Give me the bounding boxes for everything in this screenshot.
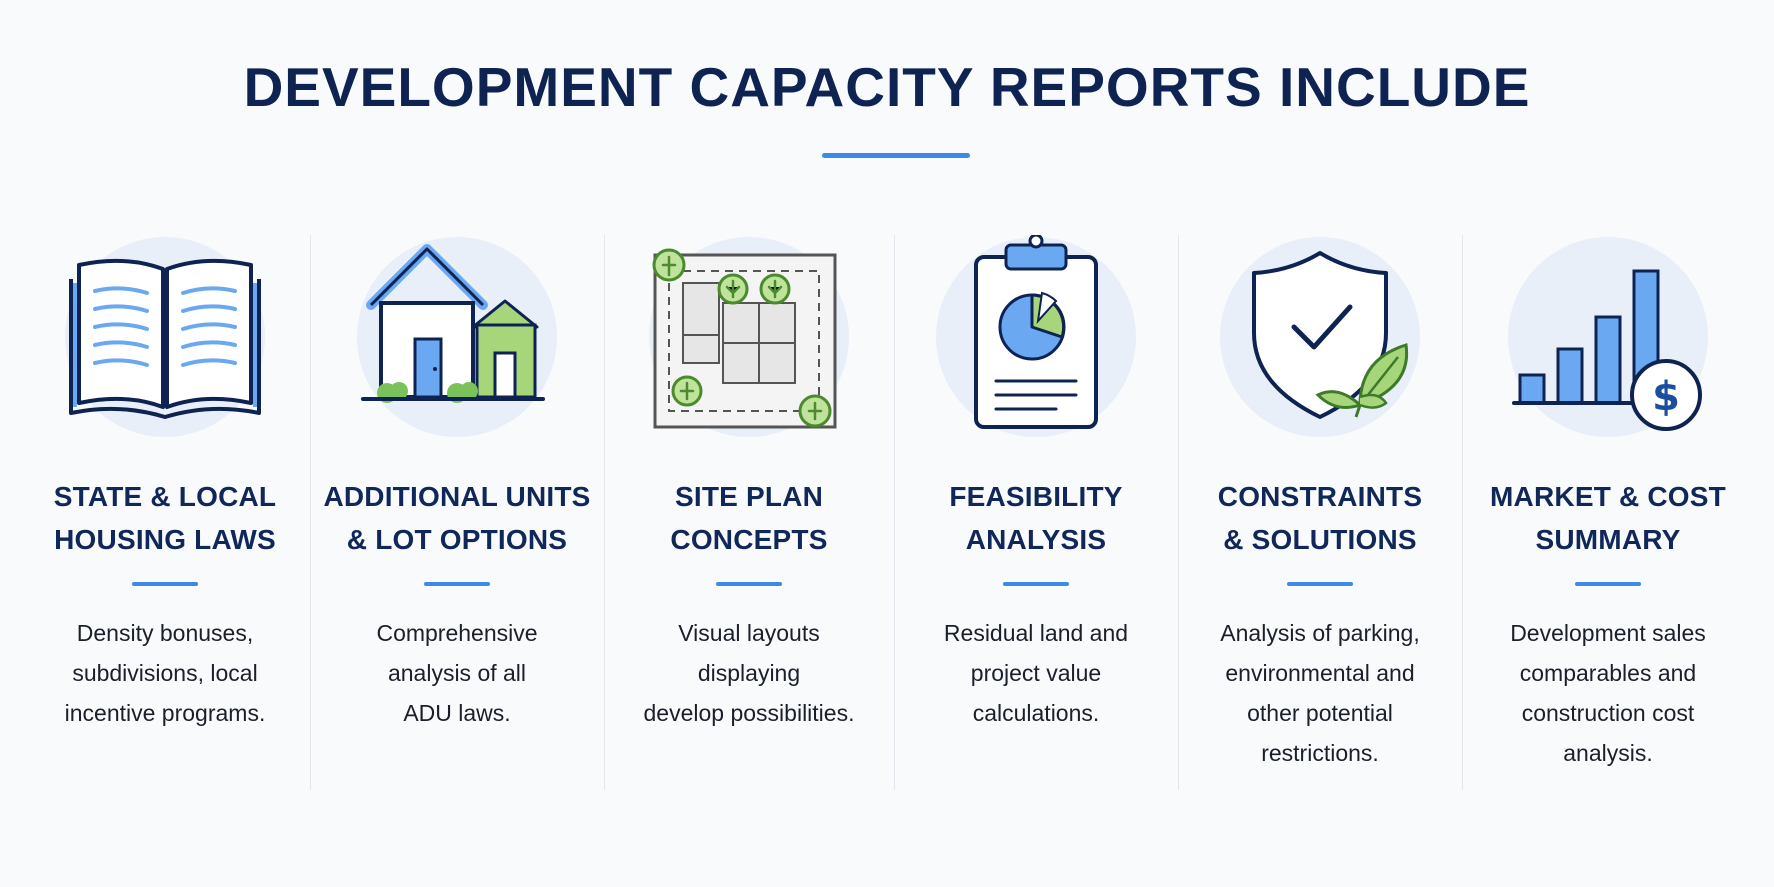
clipboard-chart-icon: [926, 235, 1146, 445]
open-book-icon: [55, 235, 275, 445]
shield-leaf-icon: [1210, 235, 1430, 445]
feature-constraints-solutions: CONSTRAINTS& SOLUTIONS Analysis of parki…: [1178, 235, 1462, 790]
svg-text:$: $: [1652, 374, 1680, 420]
column-divider: [604, 235, 605, 790]
column-divider: [1178, 235, 1179, 790]
title-underline: [822, 153, 970, 158]
feature-title: CONSTRAINTS& SOLUTIONS: [1217, 481, 1423, 555]
page-title: DEVELOPMENT CAPACITY REPORTS INCLUDE: [243, 56, 1531, 118]
feature-underline: [1287, 582, 1353, 586]
feature-additional-units-lot-options: ADDITIONAL UNITS& LOT OPTIONS Comprehens…: [310, 235, 604, 790]
feature-underline: [132, 582, 198, 586]
feature-underline: [1003, 582, 1069, 586]
house-adu-icon: [347, 235, 567, 445]
feature-underline: [424, 582, 490, 586]
feature-underline: [1575, 582, 1641, 586]
feature-underline: [716, 582, 782, 586]
site-plan-icon: [639, 235, 859, 445]
column-divider: [310, 235, 311, 790]
bar-chart-dollar-icon: $: [1498, 235, 1718, 445]
column-divider: [1462, 235, 1463, 790]
feature-title: ADDITIONAL UNITS& LOT OPTIONS: [323, 481, 591, 555]
column-divider: [894, 235, 895, 790]
